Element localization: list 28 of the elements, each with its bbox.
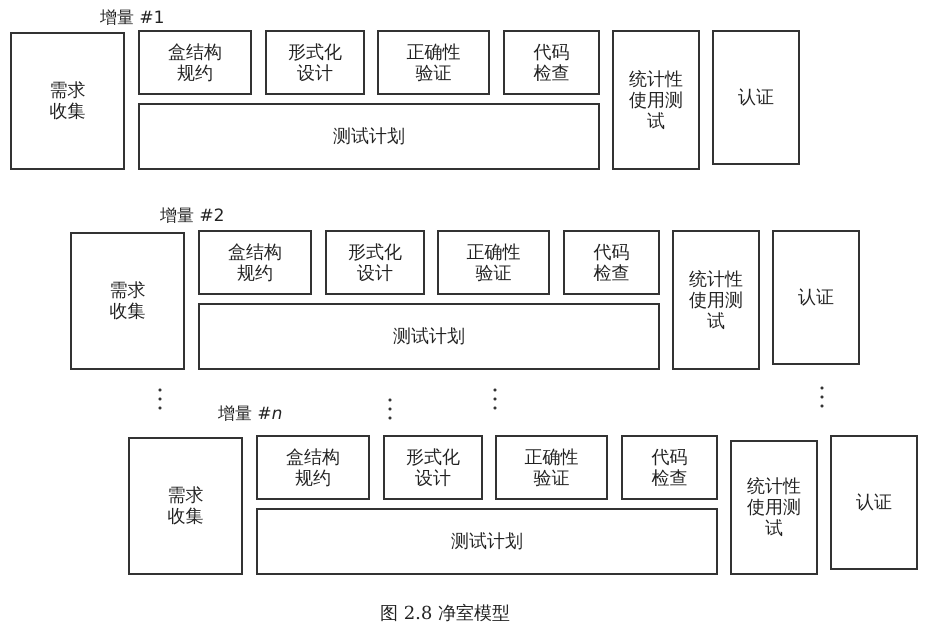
process-box: 盒结构规约 — [198, 230, 312, 295]
process-box: 统计性使用测试 — [672, 230, 760, 370]
process-box: 认证 — [830, 435, 918, 570]
process-box: 统计性使用测试 — [730, 440, 818, 575]
process-box: 正确性验证 — [495, 435, 608, 500]
plan-band: 测试计划 — [138, 103, 600, 170]
process-box: 需求收集 — [10, 32, 125, 170]
plan-band: 测试计划 — [198, 303, 660, 370]
process-box: 代码检查 — [563, 230, 660, 295]
process-box: 认证 — [712, 30, 800, 165]
process-box: 盒结构规约 — [138, 30, 252, 95]
process-box: 盒结构规约 — [256, 435, 370, 500]
process-box: 正确性验证 — [377, 30, 490, 95]
process-box: 代码检查 — [621, 435, 718, 500]
process-box: 正确性验证 — [437, 230, 550, 295]
process-box: 形式化设计 — [325, 230, 425, 295]
process-box: 认证 — [772, 230, 860, 365]
increment-label: 增量 #n — [218, 403, 282, 425]
process-box: 代码检查 — [503, 30, 600, 95]
process-box: 需求收集 — [128, 437, 243, 575]
process-box: 形式化设计 — [265, 30, 365, 95]
figure-caption: 图 2.8 净室模型 — [380, 602, 510, 625]
increment-label: 增量 #1 — [100, 7, 164, 29]
process-box: 统计性使用测试 — [612, 30, 700, 170]
plan-band: 测试计划 — [256, 508, 718, 575]
process-box: 需求收集 — [70, 232, 185, 370]
increment-label: 增量 #2 — [160, 205, 224, 227]
process-box: 形式化设计 — [383, 435, 483, 500]
